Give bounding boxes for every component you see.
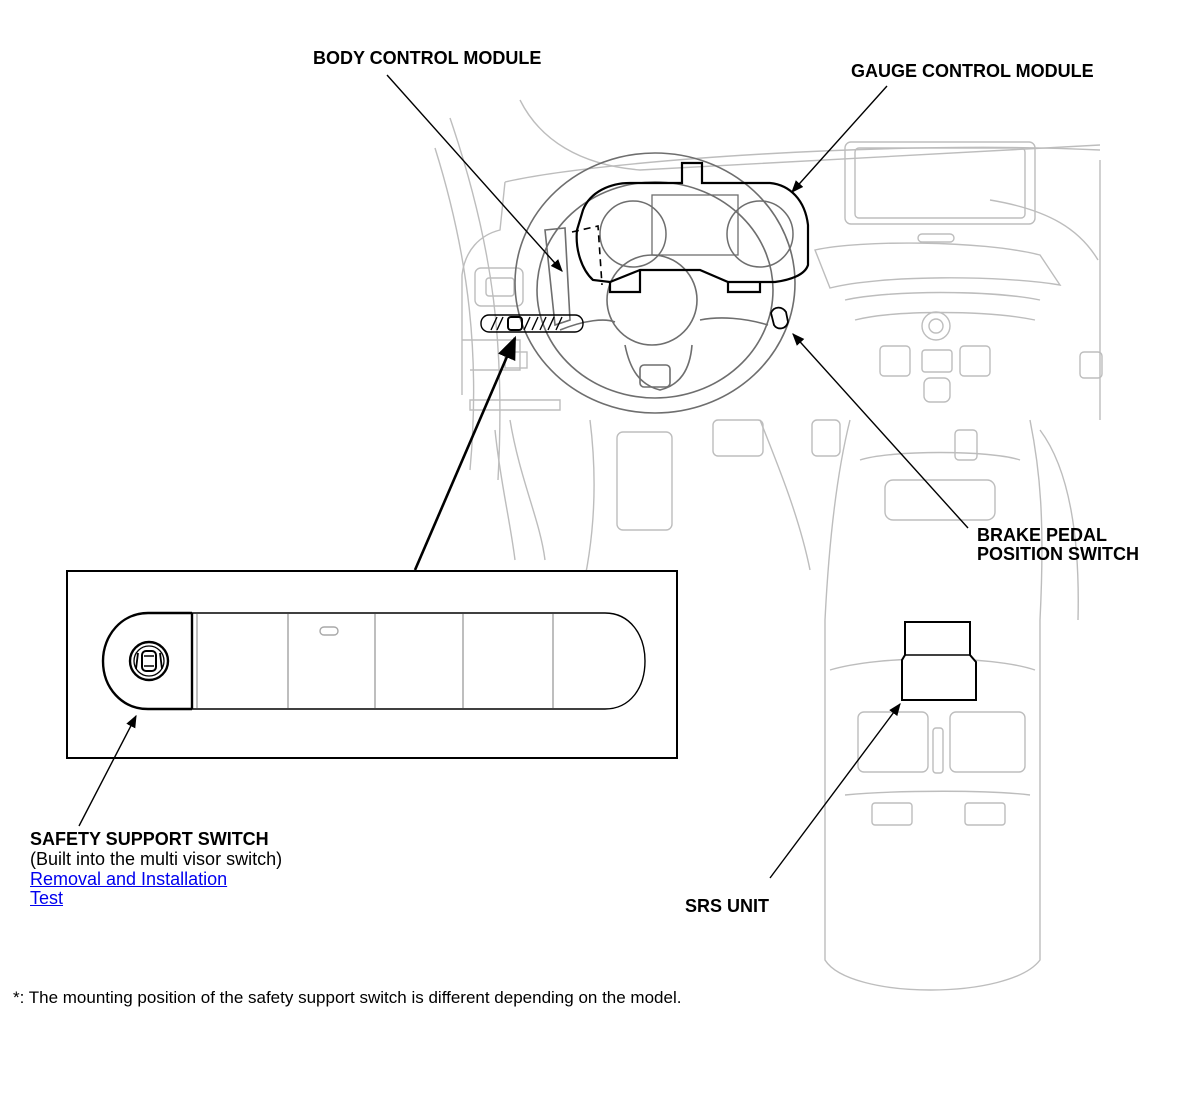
inset-box [66,570,678,759]
leader-inset-visor [413,335,517,571]
label-safety-support-sub: (Built into the multi visor switch) [30,849,283,869]
leader-srs-unit [769,702,901,879]
leader-brake-pedal-switch [792,333,969,529]
leader-gauge-control-module [791,85,888,193]
label-brake-pedal-line2: POSITION SWITCH [977,544,1139,564]
leader-lines [78,74,969,879]
srs-unit-part [901,621,977,701]
bcm-dashed-outline [571,225,603,286]
footnote: *: The mounting position of the safety s… [13,988,682,1007]
brake-pedal-switch-part [770,306,789,330]
label-srs-unit: SRS UNIT [685,896,770,916]
safety-support-icon [128,640,170,682]
multi-visor-switch-small [480,314,584,333]
dashboard-outline [434,99,1103,991]
label-safety-support-switch: SAFETY SUPPORT SWITCH [30,829,269,849]
leader-safety-support-switch [78,714,137,827]
link-removal-installation[interactable]: Removal and Installation [30,869,228,889]
label-gauge-control-module: GAUGE CONTROL MODULE [851,61,1094,81]
link-test[interactable]: Test [30,888,64,908]
label-brake-pedal-line1: BRAKE PEDAL [977,525,1108,545]
leader-body-control-module [386,74,563,272]
label-body-control-module: BODY CONTROL MODULE [313,48,542,68]
gauge-control-module [575,161,810,294]
